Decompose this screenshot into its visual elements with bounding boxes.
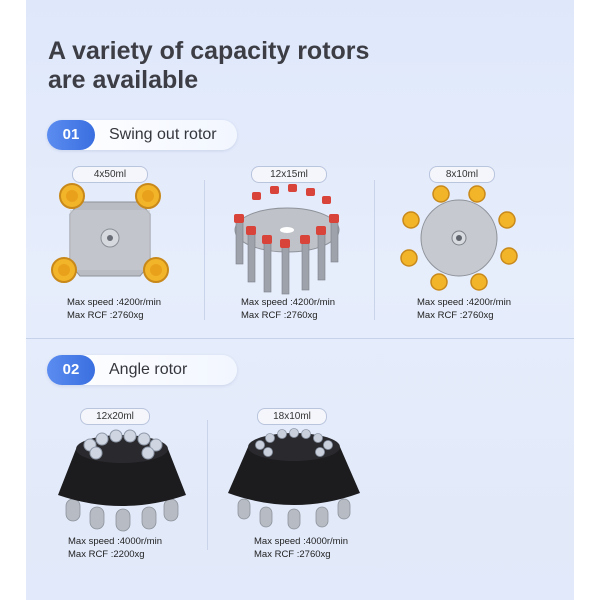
title-line1: variety of capacity rotors	[65, 37, 370, 65]
capacity-tag: 12x20ml	[80, 408, 150, 425]
max-rcf-text: Max RCF :2200xg	[68, 549, 145, 560]
max-rcf-text: Max RCF :2760xg	[67, 310, 144, 321]
max-rcf-text: Max RCF :2760xg	[254, 549, 331, 560]
section-number: 01	[47, 120, 95, 150]
section-label: Angle rotor	[109, 361, 188, 378]
max-rcf-text: Max RCF :2760xg	[417, 310, 494, 321]
section-divider	[26, 338, 574, 339]
capacity-tag: 4x50ml	[72, 166, 148, 183]
section-header-swing-out: 01 Swing out rotor	[47, 120, 237, 150]
angle-rotor-18x10-image	[228, 428, 360, 530]
max-speed-text: Max speed :4200r/min	[241, 297, 335, 308]
capacity-tag: 12x15ml	[251, 166, 327, 183]
title-accent-letter: A	[48, 37, 66, 65]
page-title: A variety of capacity rotors are availab…	[48, 37, 468, 95]
column-divider	[204, 180, 205, 320]
section-number: 02	[47, 355, 95, 385]
capacity-tag: 8x10ml	[429, 166, 495, 183]
swing-rotor-4x50-image	[51, 183, 169, 283]
column-divider	[207, 420, 208, 550]
swing-rotor-12x15-image	[234, 184, 340, 295]
max-speed-text: Max speed :4000r/min	[254, 536, 348, 547]
angle-rotor-12x20-image	[58, 429, 186, 532]
max-rcf-text: Max RCF :2760xg	[241, 310, 318, 321]
section-header-angle: 02 Angle rotor	[47, 355, 237, 385]
title-line2: are available	[48, 66, 199, 94]
max-speed-text: Max speed :4000r/min	[68, 536, 162, 547]
max-speed-text: Max speed :4200r/min	[417, 297, 511, 308]
max-speed-text: Max speed :4200r/min	[67, 297, 161, 308]
swing-rotor-8x10-image	[400, 185, 518, 291]
section-label: Swing out rotor	[109, 126, 217, 143]
capacity-tag: 18x10ml	[257, 408, 327, 425]
column-divider	[374, 180, 375, 320]
